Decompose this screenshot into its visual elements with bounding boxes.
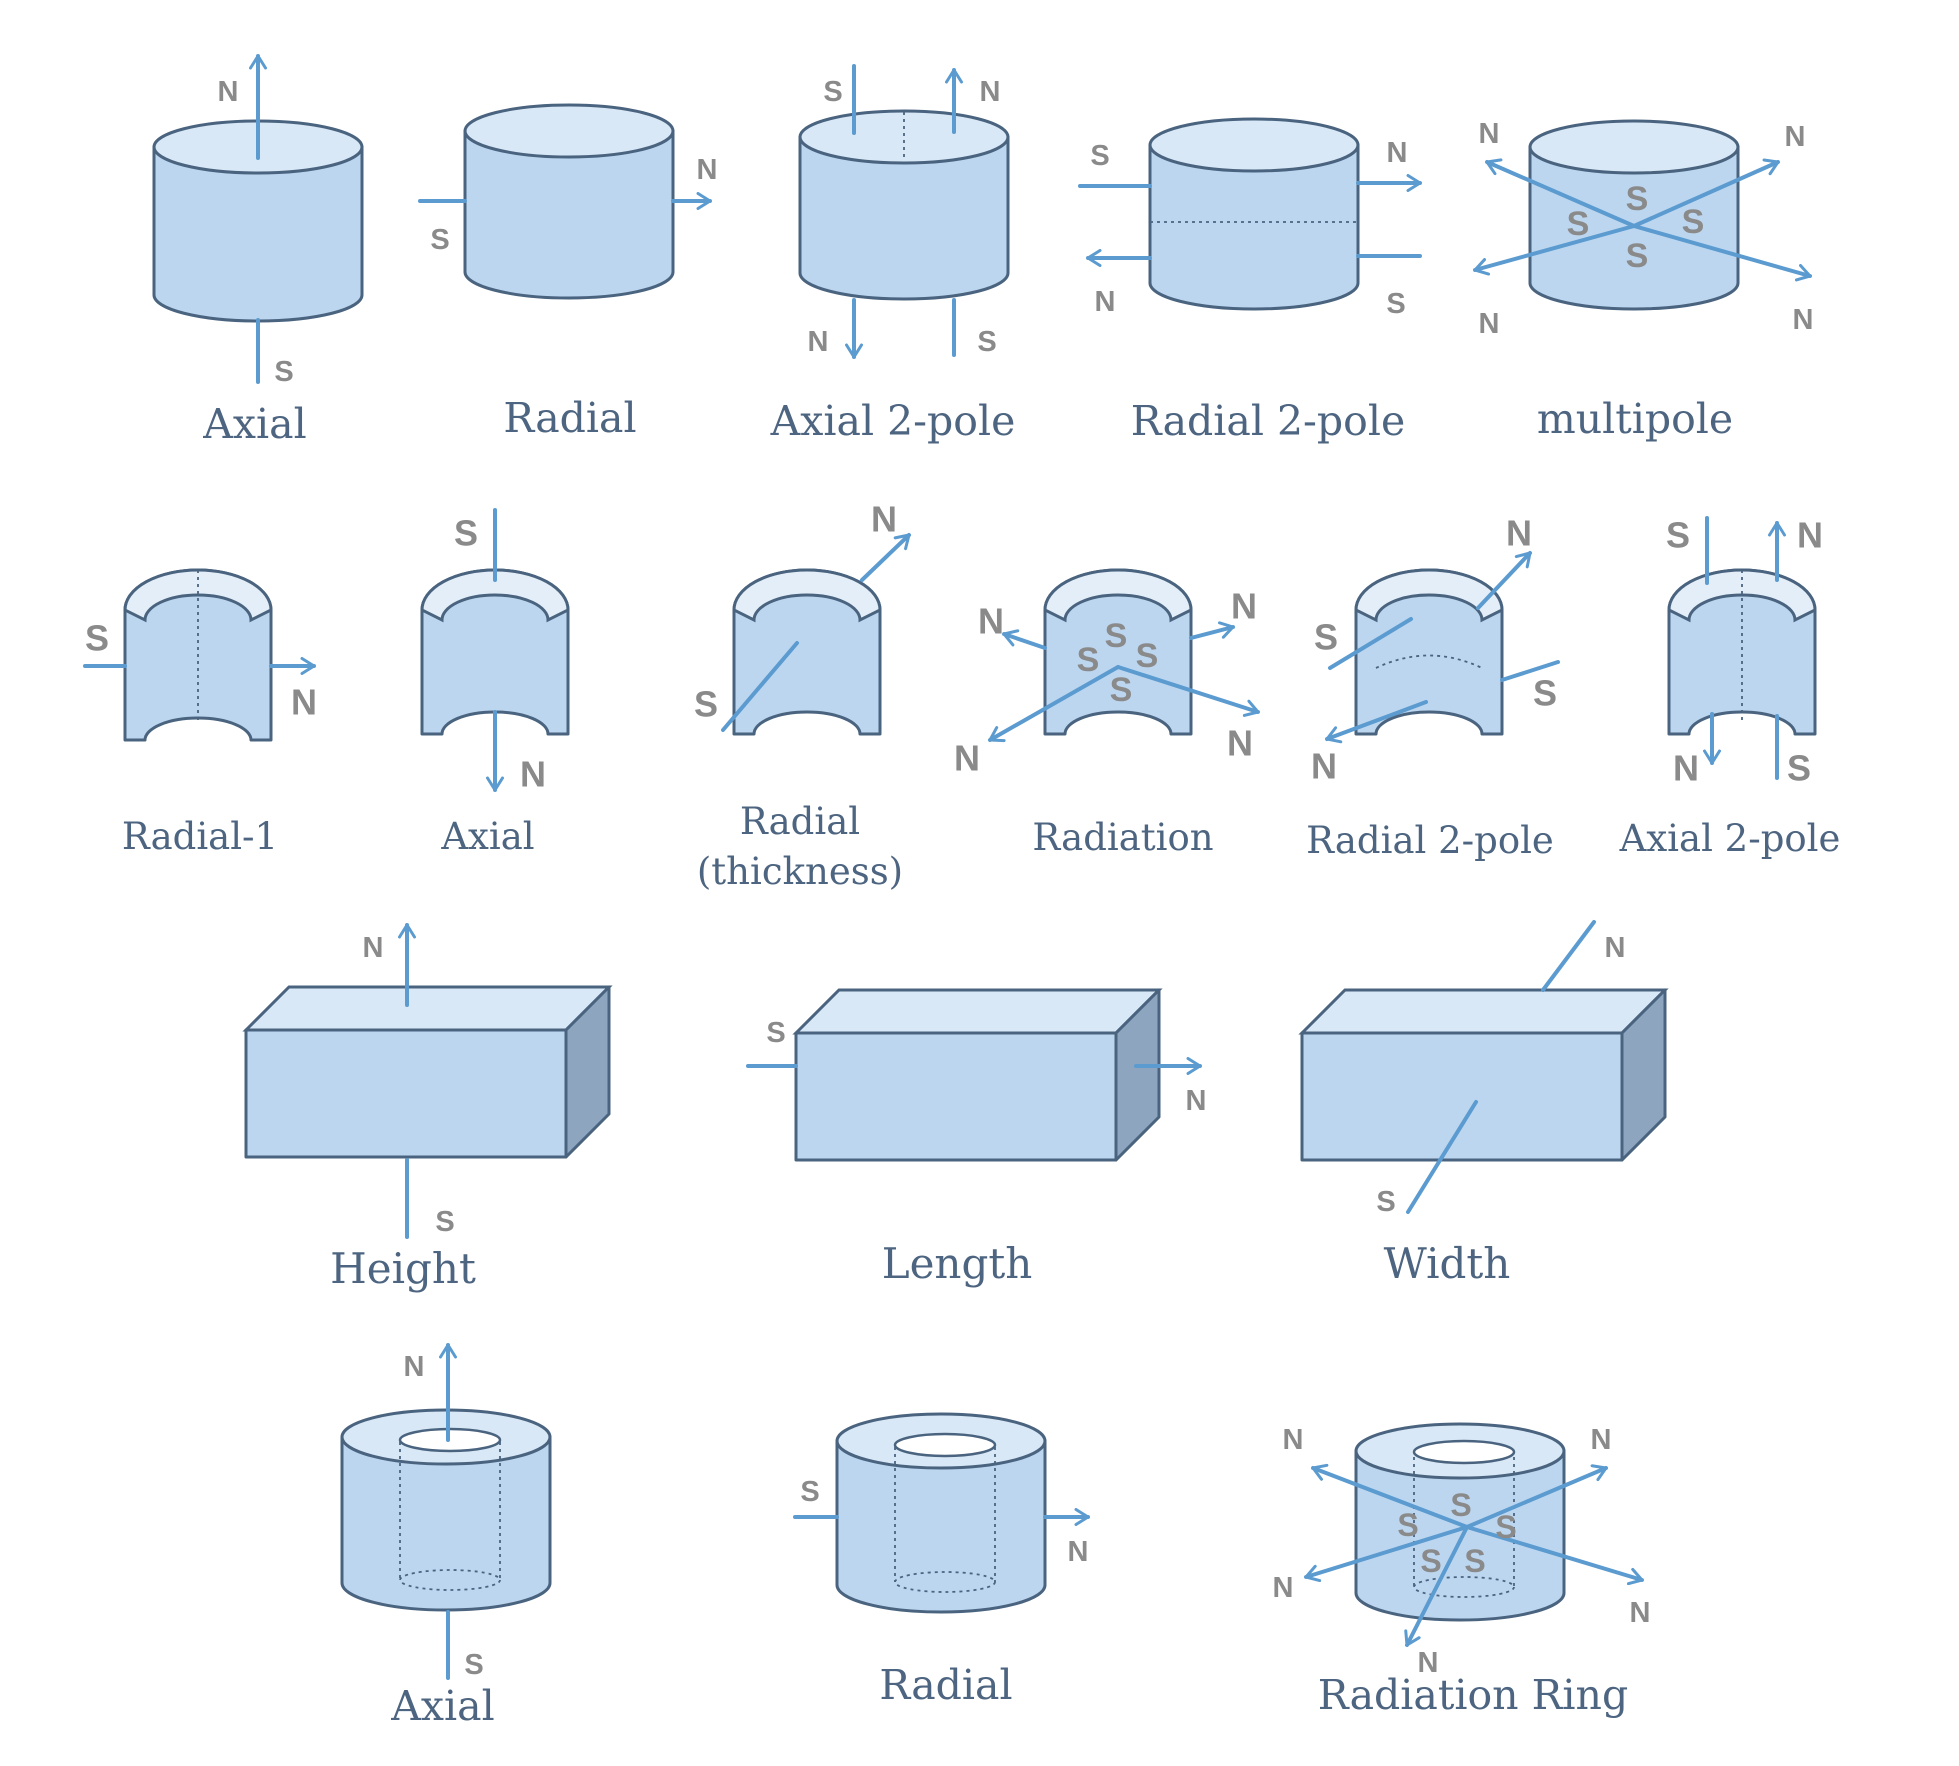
- pole-south: S: [1464, 1543, 1485, 1579]
- arc-radial-thickness: S N Radial (thickness): [694, 499, 911, 893]
- pole-south: S: [1077, 641, 1100, 679]
- arc-radiation: N N N N S S S S Radiation: [954, 568, 1260, 859]
- pole-south: S: [800, 1476, 819, 1508]
- pole-north: N: [363, 932, 384, 964]
- block-height: N S Height: [242, 923, 613, 1293]
- pole-south: S: [435, 1206, 454, 1238]
- pole-north: N: [954, 738, 980, 779]
- pole-south: S: [1682, 203, 1705, 241]
- pole-north: N: [1591, 1424, 1612, 1456]
- pole-south: S: [85, 618, 109, 659]
- pole-south: S: [1314, 617, 1338, 658]
- caption-block-width: Width: [1384, 1239, 1511, 1288]
- arc-radial-1: S N Radial-1: [83, 568, 317, 858]
- caption-cylinder-axial: Axial: [202, 400, 306, 448]
- caption-ring-axial: Axial: [390, 1682, 494, 1730]
- arc-radial-2-pole: S N S N Radial 2-pole: [1306, 513, 1560, 862]
- pole-south: S: [1787, 748, 1811, 789]
- caption-arc-radiation: Radiation: [1032, 816, 1213, 859]
- pole-north: N: [978, 601, 1004, 642]
- cylinder-multipole: N N N N S S S S multipole: [1473, 118, 1814, 443]
- caption-arc-radial-thickness-line1: Radial: [740, 800, 860, 843]
- caption-block-length: Length: [882, 1239, 1033, 1288]
- pole-south: S: [1666, 515, 1690, 556]
- caption-arc-axial-2-pole: Axial 2-pole: [1619, 817, 1841, 860]
- pole-south: S: [1626, 180, 1649, 218]
- block-length: S N Length: [746, 988, 1207, 1288]
- pole-south: S: [977, 326, 996, 358]
- pole-south: S: [1533, 673, 1557, 714]
- pole-south: S: [1090, 140, 1109, 172]
- pole-north: N: [1068, 1536, 1089, 1568]
- cylinder-axial-2-pole: S N N S Axial 2-pole: [770, 64, 1016, 445]
- pole-south: S: [1495, 1509, 1516, 1545]
- caption-arc-radial-2-pole: Radial 2-pole: [1306, 819, 1554, 862]
- arc-axial: S N Axial: [420, 508, 570, 858]
- pole-north: N: [1095, 286, 1116, 318]
- pole-south: S: [1386, 288, 1405, 320]
- cylinder-axial: N S Axial: [152, 54, 364, 448]
- pole-south: S: [1450, 1487, 1471, 1523]
- pole-south: S: [1105, 617, 1128, 655]
- pole-south: S: [1420, 1543, 1441, 1579]
- pole-north: N: [1785, 121, 1806, 153]
- ring-axial: N S Axial: [340, 1343, 552, 1730]
- cylinder-radial: S N Radial: [418, 103, 718, 442]
- pole-north: N: [697, 154, 718, 186]
- ring-radial: S N Radial: [793, 1412, 1090, 1709]
- pole-south: S: [766, 1017, 785, 1049]
- caption-cylinder-axial-2-pole: Axial 2-pole: [770, 397, 1016, 445]
- pole-north: N: [520, 754, 546, 795]
- pole-south: S: [454, 513, 478, 554]
- pole-north: N: [1630, 1597, 1651, 1629]
- pole-north: N: [1186, 1085, 1207, 1117]
- pole-north: N: [1793, 304, 1814, 336]
- caption-ring-radiation: Radiation Ring: [1318, 1671, 1628, 1719]
- pole-north: N: [218, 76, 239, 108]
- pole-north: N: [1227, 723, 1253, 764]
- ring-radiation: N N N N N S S S S S Radiation Ring: [1273, 1422, 1651, 1719]
- pole-north: N: [871, 499, 897, 540]
- caption-cylinder-radial: Radial: [503, 394, 636, 442]
- pole-north: N: [404, 1351, 425, 1383]
- caption-arc-radial-thickness-line2: (thickness): [697, 850, 903, 893]
- cylinder-radial-2-pole: S N N S Radial 2-pole: [1078, 117, 1422, 445]
- caption-arc-axial: Axial: [440, 815, 534, 858]
- caption-cylinder-radial-2-pole: Radial 2-pole: [1131, 397, 1405, 445]
- pole-north: N: [1273, 1572, 1294, 1604]
- pole-south: S: [1397, 1507, 1418, 1543]
- pole-south: S: [823, 76, 842, 108]
- pole-north: N: [1231, 586, 1257, 627]
- pole-south: S: [1376, 1186, 1395, 1218]
- pole-south: S: [464, 1649, 483, 1681]
- pole-north: N: [1506, 513, 1532, 554]
- caption-ring-radial: Radial: [879, 1661, 1012, 1709]
- pole-north: N: [1605, 932, 1626, 964]
- block-width: S N Width: [1298, 920, 1669, 1288]
- pole-north: N: [1418, 1647, 1439, 1679]
- pole-south: S: [1136, 637, 1159, 675]
- pole-north: N: [1311, 746, 1337, 787]
- pole-north: N: [1387, 137, 1408, 169]
- pole-south: S: [694, 684, 718, 725]
- pole-south: S: [274, 356, 293, 388]
- pole-north: N: [291, 682, 317, 723]
- arc-axial-2-pole: S N N S Axial 2-pole: [1619, 515, 1841, 861]
- pole-north: N: [1797, 515, 1823, 556]
- pole-north: N: [1673, 748, 1699, 789]
- pole-south: S: [1626, 237, 1649, 275]
- pole-south: S: [1110, 671, 1133, 709]
- pole-south: S: [430, 224, 449, 256]
- caption-block-height: Height: [330, 1244, 476, 1293]
- pole-north: N: [1479, 308, 1500, 340]
- pole-north: N: [1479, 118, 1500, 150]
- caption-arc-radial-1: Radial-1: [122, 815, 278, 858]
- caption-cylinder-multipole: multipole: [1537, 395, 1733, 443]
- pole-south: S: [1567, 205, 1590, 243]
- pole-north: N: [1283, 1424, 1304, 1456]
- pole-north: N: [808, 326, 829, 358]
- pole-north: N: [980, 76, 1001, 108]
